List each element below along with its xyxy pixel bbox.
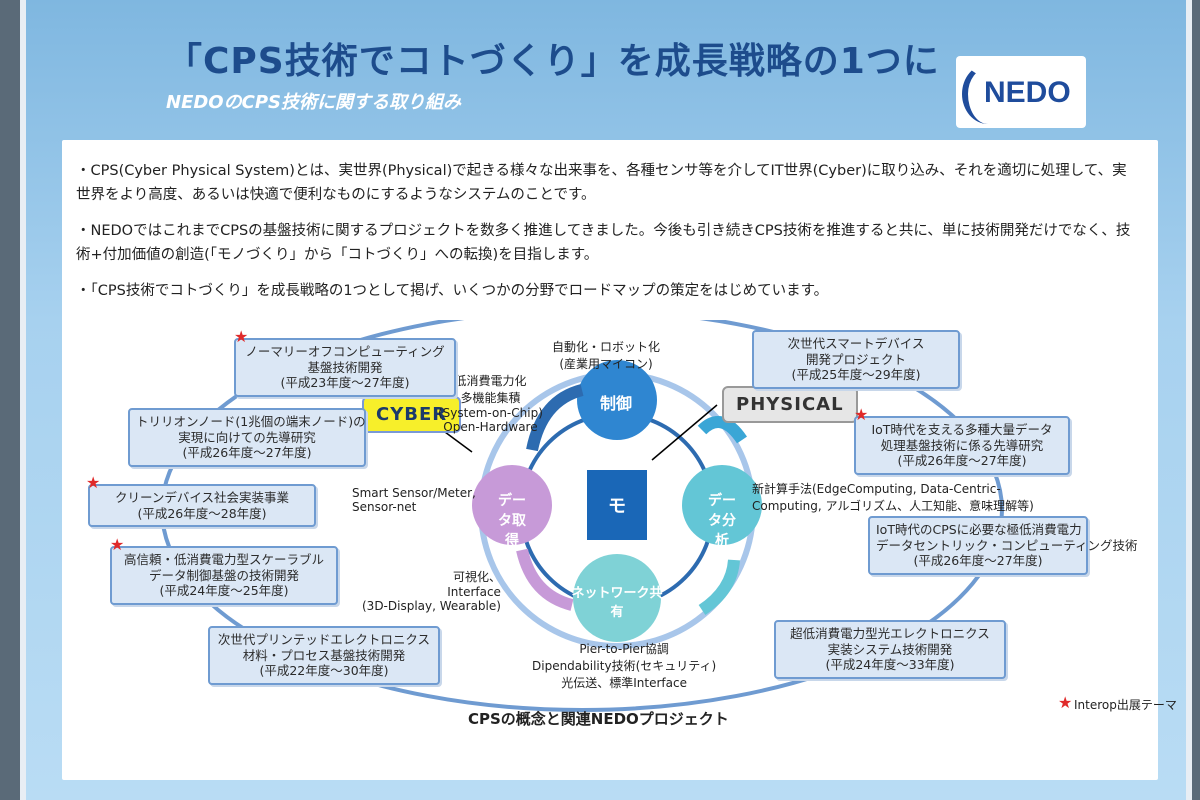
star-icon: ★ (86, 473, 101, 492)
nedo-logo: NEDO (956, 56, 1086, 128)
callout-left: Smart Sensor/Meter, Sensor-net (352, 486, 476, 514)
bullet-1: ・CPS(Cyber Physical System)とは、実世界(Physic… (76, 163, 1127, 203)
bullet-3: ・「CPS技術でコトづくり」を成長戦略の1つとして掲げ、いくつかの分野でロードマ… (76, 282, 829, 299)
bullet-list: ・CPS(Cyber Physical System)とは、実世界(Physic… (76, 160, 1136, 316)
project-right-4: 超低消費電力型光エレクトロニクス 実装システム技術開発 (平成24年度〜33年度… (774, 620, 1006, 679)
bullet-2: ・NEDOではこれまでCPSの基盤技術に関するプロジェクトを数多く推進してきまし… (76, 222, 1131, 263)
data-acquire-label: データ取得 (498, 493, 526, 549)
callout-top-left: 低消費電力化 多機能集積 (System-on-Chip) Open-Hardw… (438, 374, 543, 434)
network-share-label: ネットワーク共有 (571, 586, 663, 620)
poster-header: 「CPS技術でコトづくり」を成長戦略の1つに NEDOのCPS技術に関する取り組… (26, 8, 1174, 128)
project-right-3: IoT時代のCPSに必要な極低消費電力 データセントリック・コンピューティング技… (868, 516, 1138, 575)
callout-top: 自動化・ロボット化 (産業用マイコン) (552, 340, 661, 371)
data-analysis-label: データ分析 (708, 493, 736, 549)
project-left-3: クリーンデバイス社会実装事業 (平成26年度〜28年度) (88, 484, 316, 528)
data-acquire-node (472, 465, 552, 545)
poster-title: 「CPS技術でコトづくり」を成長戦略の1つに (166, 41, 940, 82)
legend-text: Interop出展テーマ (1074, 698, 1177, 712)
diagram-caption: CPSの概念と関連NEDOプロジェクト (468, 710, 729, 728)
star-icon: ★ (110, 535, 125, 554)
project-left-4: 高信頼・低消費電力型スケーラブル データ制御基盤の技術開発 (平成24年度〜25… (110, 546, 338, 605)
cyber-tag: CYBER (362, 396, 462, 433)
callout-bottom-left: 可視化、 Interface (3D-Display, Wearable) (362, 570, 501, 613)
project-right-1: 次世代スマートデバイス 開発プロジェクト (平成25年度〜29年度) (752, 330, 960, 389)
callout-right: 新計算手法(EdgeComputing, Data-Centric- Compu… (752, 482, 1034, 513)
control-label: 制御 (600, 394, 633, 413)
star-icon: ★ (854, 405, 869, 424)
data-analysis-node (682, 465, 762, 545)
center-block (587, 470, 647, 540)
physical-tag: PHYSICAL (722, 386, 858, 423)
logo-text: NEDO (984, 76, 1071, 109)
poster-subtitle: NEDOのCPS技術に関する取り組み (166, 92, 461, 113)
control-node (577, 360, 657, 440)
project-left-5: 次世代プリンテッドエレクトロニクス 材料・プロセス基盤技術開発 (平成22年度〜… (208, 626, 440, 685)
cps-diagram: CYBER PHYSICAL 制御 データ取得 データ分析 ネットワーク共有 モ… (62, 320, 1158, 750)
star-icon: ★ (234, 327, 249, 346)
callout-bottom: Pier-to-Pier協調 Dipendability技術(セキュリティ) 光… (532, 642, 717, 690)
project-left-2: トリリオンノード(1兆個の端末ノード)の 実現に向けての先導研究 (平成26年度… (128, 408, 366, 467)
project-right-2: IoT時代を支える多種大量データ 処理基盤技術に係る先導研究 (平成26年度〜2… (854, 416, 1070, 475)
network-share-node (573, 554, 661, 642)
logo-arc-icon (962, 64, 1014, 124)
center-word: モ (608, 496, 626, 517)
legend-star-icon: ★ (1058, 693, 1073, 712)
diagram-ellipse (160, 320, 1004, 712)
project-left-1: ノーマリーオフコンピューティング 基盤技術開発 (平成23年度〜27年度) (234, 338, 456, 397)
